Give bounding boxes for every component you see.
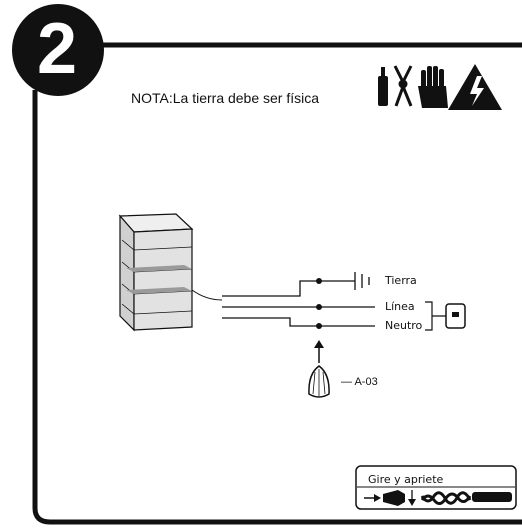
arrow-right-icon (364, 494, 381, 502)
arrow-down-icon (408, 490, 416, 506)
up-arrow-icon (314, 340, 324, 363)
glove-icon (418, 66, 448, 108)
ground-label: Tierra (385, 274, 417, 287)
line-neutral-bracket (425, 301, 446, 331)
panel-frame (32, 42, 522, 525)
twisted-wires-icon (420, 491, 512, 505)
screwdriver-icon (378, 67, 388, 106)
line-label: Línea (385, 300, 415, 313)
step-badge (12, 4, 104, 96)
appliance-illustration (118, 213, 194, 332)
electric-hazard-icon (448, 64, 502, 110)
ground-note: NOTA:La tierra debe ser física (131, 90, 320, 106)
junction-dots (316, 278, 322, 329)
neutral-wire (222, 317, 375, 327)
nut-small-icon (383, 490, 405, 506)
appliance-cable (191, 289, 223, 301)
switch-icon (445, 303, 466, 329)
ground-wire (222, 280, 355, 297)
wiring-lines (222, 272, 375, 327)
neutral-label: Neutro (385, 319, 423, 332)
pliers-icon (393, 65, 413, 107)
twist-tighten-label: Gire y apriete (368, 473, 444, 486)
step-number: 2 (36, 9, 78, 89)
part-label: — A-03 (341, 376, 378, 388)
wire-nut-icon (308, 365, 330, 398)
